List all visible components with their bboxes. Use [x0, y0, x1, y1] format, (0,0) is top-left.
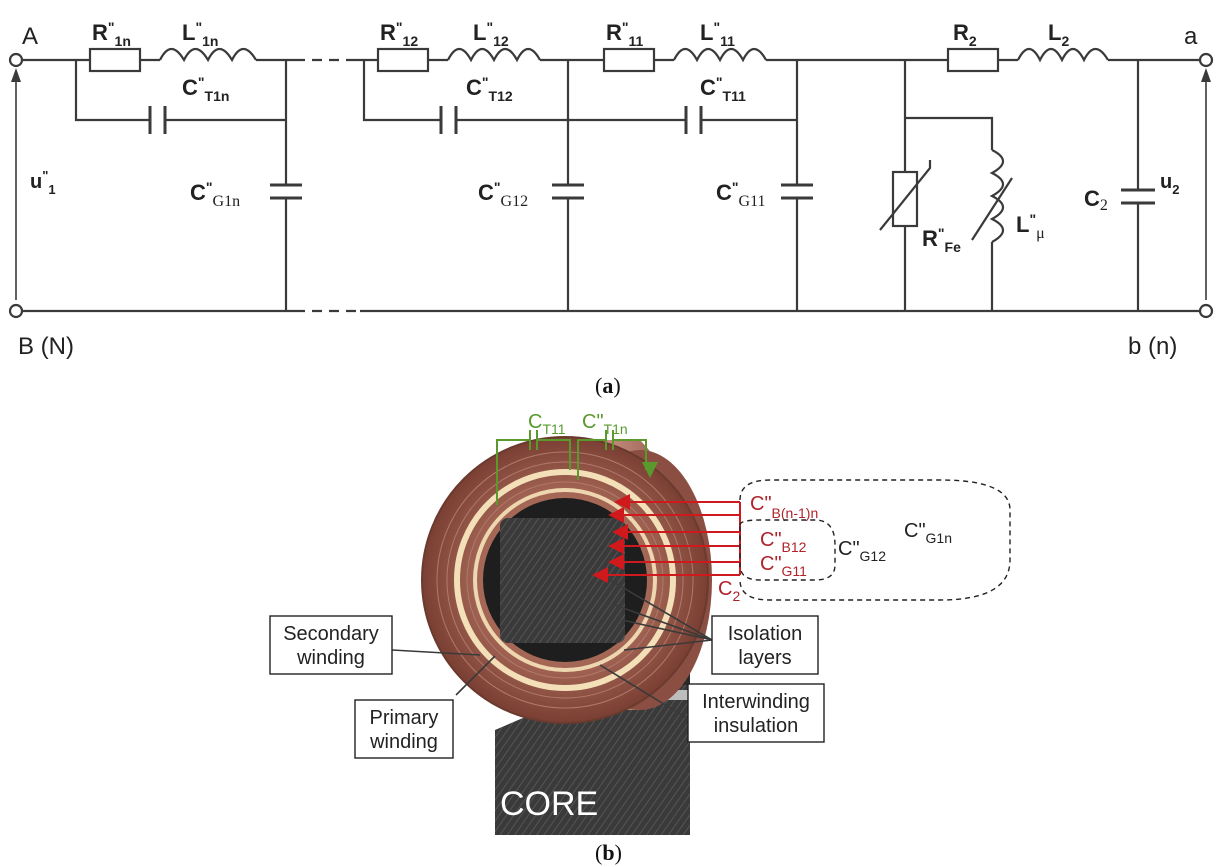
- caption-a: (a): [595, 373, 621, 398]
- cg12-group-label: C"G12: [838, 538, 886, 564]
- ct11-green-label: CT11: [528, 411, 566, 437]
- isolation-layers-box: [711, 615, 819, 675]
- secondary-winding-line1: Secondary: [283, 623, 379, 645]
- terminal-a-label: a: [1184, 23, 1198, 50]
- caption-b: (b): [595, 840, 622, 865]
- isolation-layers-line1: Isolation: [728, 623, 803, 645]
- core-shape: [495, 685, 690, 835]
- voltage-u1-label: u"1: [30, 168, 56, 197]
- ct12-label: C"T12: [466, 74, 513, 104]
- circuit-labels: A B (N) a b (n) u"1 u2 R"1n R"12 R"11 R2…: [18, 19, 1198, 360]
- r2-label: R2: [953, 20, 977, 49]
- c2-red-label: C2: [718, 578, 740, 604]
- lmu-label: L"μ: [1016, 211, 1045, 242]
- resistor-r11: [602, 47, 656, 73]
- secondary-winding-box: [269, 615, 393, 675]
- cg12-label: C"G12: [478, 179, 528, 210]
- core-label: CORE: [500, 785, 598, 823]
- rfe-label: R"Fe: [922, 225, 961, 255]
- cb12-label: C"B12: [760, 529, 807, 555]
- terminal-b: [1198, 303, 1214, 319]
- terminal-a: [1198, 52, 1214, 68]
- l2-label: L2: [1048, 20, 1069, 49]
- voltage-u2-label: u2: [1160, 171, 1179, 197]
- resistor-r1n: [88, 47, 142, 73]
- r1n-label: R"1n: [92, 19, 131, 49]
- interwinding-insulation-box: [687, 683, 825, 743]
- inductor-l12: [447, 47, 541, 63]
- ct11-label: C"T11: [700, 74, 746, 104]
- cb-n-label: C"B(n-1)n: [750, 493, 818, 521]
- ct1n-label: C"T1n: [182, 74, 229, 104]
- terminal-A-label: A: [22, 23, 38, 50]
- winding-illustration: CT11 C"T1n C"B(n-1)n C"B12 C"G11 C2 C"G1…: [269, 411, 1011, 835]
- l1n-label: L"1n: [182, 19, 218, 49]
- interwinding-ring: [454, 469, 676, 691]
- primary-winding-line1: Primary: [370, 707, 439, 729]
- r11-label: R"11: [606, 19, 644, 49]
- cg1n-group-label: C"G1n: [904, 520, 952, 546]
- primary-winding-box: [354, 699, 454, 759]
- resistor-r2: [946, 47, 1000, 73]
- cg11-red-label: C"G11: [760, 553, 807, 579]
- core-section: [500, 518, 625, 643]
- terminal-b-label: b (n): [1128, 333, 1177, 360]
- group-g12-region: [739, 519, 836, 581]
- isolation-layers-line2: layers: [738, 647, 791, 669]
- ct1n-green-label: C"T1n: [582, 411, 628, 437]
- resistor-r12: [376, 47, 430, 73]
- inductor-l2: [1017, 47, 1109, 63]
- cg11-label: C"G11: [716, 179, 766, 210]
- primary-winding-line2: winding: [369, 731, 438, 753]
- terminal-B: [8, 303, 24, 319]
- group-g1n-region: [739, 479, 1011, 601]
- equivalent-circuit: [8, 47, 1214, 319]
- terminal-A: [8, 52, 24, 68]
- cg1n-label: C"G1n: [190, 179, 240, 210]
- r12-label: R"12: [380, 19, 418, 49]
- inductor-l1n: [159, 47, 257, 63]
- core-loss-resistor: [891, 170, 919, 228]
- l11-label: L"11: [700, 19, 735, 49]
- inductor-l11: [673, 47, 767, 63]
- interwinding-insulation-line2: insulation: [714, 715, 799, 737]
- magnetizing-inductor: [989, 149, 1005, 243]
- c2-label: C2: [1084, 186, 1108, 214]
- terminal-B-label: B (N): [18, 333, 74, 360]
- interwinding-insulation-line1: Interwinding: [702, 691, 810, 713]
- l12-label: L"12: [473, 19, 509, 49]
- secondary-winding-line2: winding: [296, 647, 365, 669]
